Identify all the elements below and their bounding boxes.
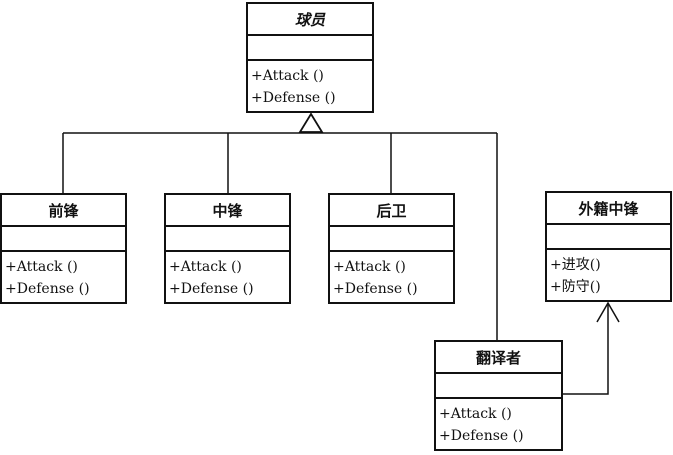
class-name: 球员 xyxy=(248,4,372,36)
attributes-compartment xyxy=(166,227,289,252)
methods-compartment: +Attack () +Defense () xyxy=(436,399,561,447)
methods-compartment: +Attack () +Defense () xyxy=(2,252,125,300)
method-attack: +Attack () xyxy=(251,68,324,84)
generalization-arrowhead xyxy=(298,112,324,133)
methods-compartment: +Attack () +Defense () xyxy=(166,252,289,300)
method-defense: +Defense () xyxy=(251,90,336,106)
methods-compartment: +Attack () +Defense () xyxy=(248,61,372,109)
method-defense-cn: +防守() xyxy=(550,279,601,295)
attributes-compartment xyxy=(248,36,372,61)
method-attack: +Attack () xyxy=(5,259,78,275)
association-line xyxy=(563,303,609,395)
method-attack: +Attack () xyxy=(439,406,512,422)
association-arrowhead xyxy=(596,301,620,323)
class-foreign-center: 外籍中锋 +进攻() +防守() xyxy=(545,191,672,302)
attributes-compartment xyxy=(330,227,453,252)
methods-compartment: +Attack () +Defense () xyxy=(330,252,453,300)
class-forward: 前锋 +Attack () +Defense () xyxy=(0,193,127,304)
class-translator: 翻译者 +Attack () +Defense () xyxy=(434,340,563,451)
class-guard: 后卫 +Attack () +Defense () xyxy=(328,193,455,304)
class-player: 球员 +Attack () +Defense () xyxy=(246,2,374,113)
attributes-compartment xyxy=(436,374,561,399)
method-defense: +Defense () xyxy=(333,281,418,297)
class-name: 外籍中锋 xyxy=(547,193,670,225)
methods-compartment: +进攻() +防守() xyxy=(547,250,670,298)
method-attack-cn: +进攻() xyxy=(550,257,601,273)
attributes-compartment xyxy=(2,227,125,252)
class-name: 后卫 xyxy=(330,195,453,227)
method-defense: +Defense () xyxy=(439,428,524,444)
class-name: 中锋 xyxy=(166,195,289,227)
class-center: 中锋 +Attack () +Defense () xyxy=(164,193,291,304)
attributes-compartment xyxy=(547,225,670,250)
class-name: 翻译者 xyxy=(436,342,561,374)
method-attack: +Attack () xyxy=(333,259,406,275)
method-defense: +Defense () xyxy=(5,281,90,297)
method-attack: +Attack () xyxy=(169,259,242,275)
class-name: 前锋 xyxy=(2,195,125,227)
method-defense: +Defense () xyxy=(169,281,254,297)
